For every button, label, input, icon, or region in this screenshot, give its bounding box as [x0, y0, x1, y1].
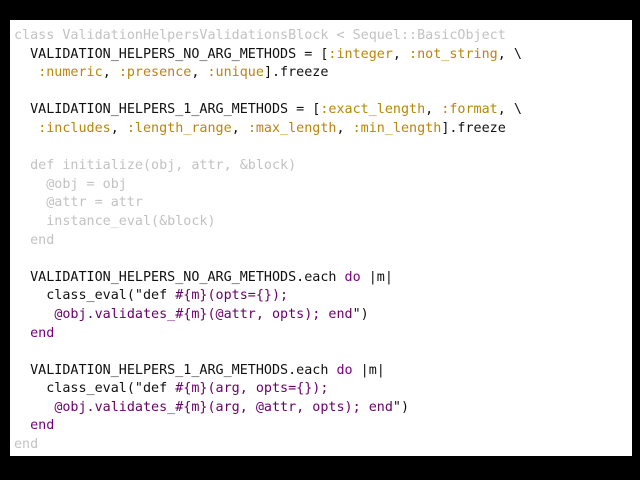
- code-line: [14, 83, 522, 102]
- code-token: [14, 65, 38, 80]
- code-token: end: [30, 325, 55, 341]
- code-slide: class ValidationHelpersValidationsBlock …: [10, 20, 632, 456]
- code-token: [14, 326, 30, 341]
- code-line: [14, 343, 522, 362]
- code-line: :includes, :length_range, :max_length, :…: [14, 120, 522, 139]
- code-token: ,: [191, 65, 208, 81]
- code-token: :min_length: [352, 120, 442, 136]
- code-token: #{m}(opts={});: [175, 288, 289, 304]
- code-token: class ValidationHelpersValidationsBlock …: [14, 28, 506, 43]
- code-line: class_eval("def #{m}(arg, opts={});: [14, 380, 522, 399]
- code-token: "): [392, 399, 410, 415]
- code-token: :includes: [38, 120, 111, 136]
- code-token: :not_string: [409, 46, 498, 62]
- code-token: instance_eval(&block): [14, 213, 216, 229]
- code-token: [14, 121, 38, 136]
- code-line: class ValidationHelpersValidationsBlock …: [14, 27, 522, 46]
- code-token: "): [352, 306, 369, 322]
- code-token: VALIDATION_HELPERS_NO_ARG_METHODS = [: [14, 46, 329, 62]
- code-token: VALIDATION_HELPERS_NO_ARG_METHODS.each: [14, 269, 345, 285]
- code-line: @obj.validates_#{m}(@attr, opts); end"): [14, 306, 522, 325]
- code-token: :unique: [207, 65, 264, 81]
- code-line: end: [14, 436, 522, 455]
- code-token: ,: [231, 120, 248, 136]
- code-line: class_eval("def #{m}(opts={});: [14, 287, 522, 306]
- code-line: VALIDATION_HELPERS_NO_ARG_METHODS = [:in…: [14, 46, 522, 65]
- code-line: [14, 250, 522, 269]
- code-token: [14, 307, 54, 322]
- code-token: class_eval("def: [14, 288, 176, 304]
- code-line: end: [14, 232, 522, 251]
- code-token: @obj.validates_#{m}(arg, @attr, opts); e…: [54, 399, 393, 415]
- code-line: VALIDATION_HELPERS_NO_ARG_METHODS.each d…: [14, 269, 522, 288]
- code-token: [14, 418, 30, 433]
- code-token: :numeric: [38, 65, 103, 81]
- code-token: VALIDATION_HELPERS_1_ARG_METHODS = [: [14, 102, 321, 118]
- code-line: end: [14, 417, 522, 436]
- code-token: , \: [497, 46, 522, 62]
- code-line: @obj = obj: [14, 176, 522, 195]
- code-line: [14, 139, 522, 158]
- code-token: ,: [425, 102, 442, 118]
- code-line: end: [14, 325, 522, 344]
- code-token: :presence: [118, 65, 192, 81]
- code-token: @obj.validates_#{m}(@attr, opts); end: [54, 306, 353, 322]
- code-token: def initialize(obj, attr, &block): [14, 158, 297, 174]
- code-token: [14, 400, 54, 415]
- code-token: do: [336, 362, 353, 378]
- code-line: VALIDATION_HELPERS_1_ARG_METHODS.each do…: [14, 362, 522, 381]
- code-token: @obj = obj: [14, 176, 127, 192]
- code-token: |m|: [360, 269, 393, 285]
- code-token: end: [30, 418, 55, 434]
- code-token: ].freeze: [263, 65, 329, 81]
- code-token: ].freeze: [441, 120, 506, 136]
- code-token: VALIDATION_HELPERS_1_ARG_METHODS.each: [14, 362, 337, 378]
- code-token: |m|: [352, 362, 385, 378]
- code-token: do: [344, 269, 361, 285]
- code-line: instance_eval(&block): [14, 213, 522, 232]
- code-token: @attr = attr: [14, 195, 143, 211]
- code-token: ,: [110, 120, 127, 136]
- code-block: class ValidationHelpersValidationsBlock …: [14, 27, 522, 455]
- code-token: :format: [441, 102, 498, 118]
- code-token: :integer: [328, 46, 393, 62]
- code-token: #{m}(arg, opts={});: [175, 381, 329, 397]
- code-token: :max_length: [247, 120, 337, 136]
- code-line: def initialize(obj, attr, &block): [14, 157, 522, 176]
- code-line: VALIDATION_HELPERS_1_ARG_METHODS = [:exa…: [14, 101, 522, 120]
- code-line: @obj.validates_#{m}(arg, @attr, opts); e…: [14, 399, 522, 418]
- code-line: @attr = attr: [14, 194, 522, 213]
- code-token: , \: [497, 102, 522, 118]
- code-token: end: [14, 437, 39, 453]
- code-token: ,: [336, 120, 353, 136]
- code-token: ,: [392, 46, 410, 62]
- code-token: class_eval("def: [14, 381, 176, 397]
- code-token: end: [14, 232, 55, 248]
- code-line: :numeric, :presence, :unique].freeze: [14, 64, 522, 83]
- code-token: ,: [102, 65, 119, 81]
- code-token: :exact_length: [320, 102, 426, 118]
- code-token: :length_range: [126, 120, 232, 136]
